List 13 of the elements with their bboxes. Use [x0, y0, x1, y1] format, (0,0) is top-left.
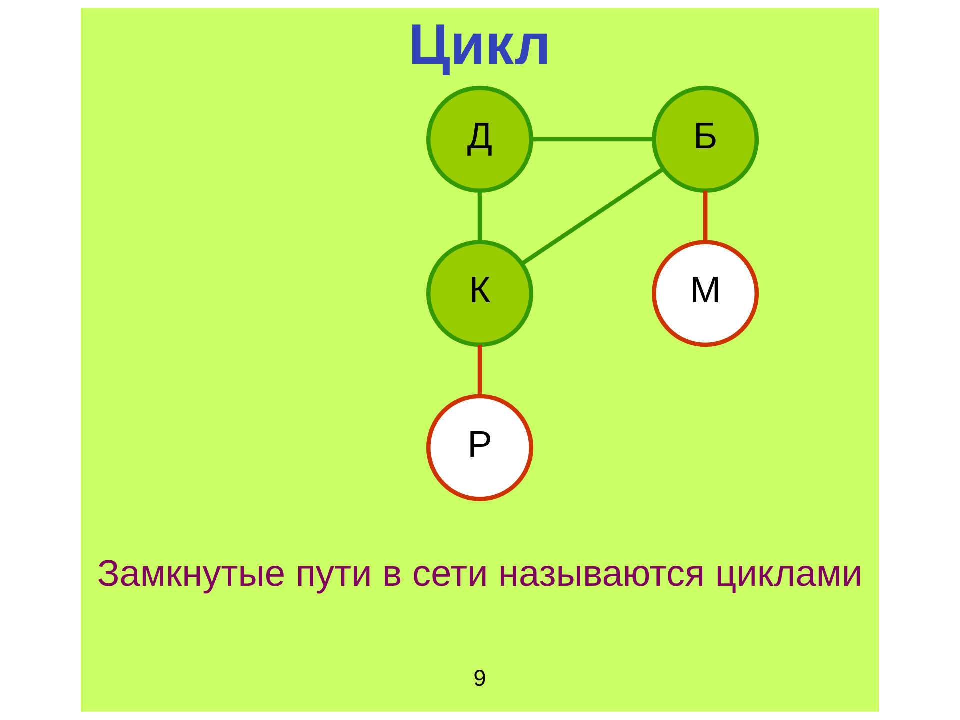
- node-circle: Р: [426, 394, 534, 502]
- connector: [478, 345, 482, 396]
- connector: [478, 190, 482, 242]
- node-circle: Б: [652, 86, 760, 193]
- connector: [703, 190, 708, 242]
- connector: [532, 137, 654, 142]
- diagram-title: Цикл: [408, 12, 551, 77]
- caption: Замкнутые пути в сети называются циклами: [97, 552, 863, 594]
- connector: [521, 168, 664, 266]
- node-circle: Д: [426, 86, 534, 193]
- node-circle: К: [426, 240, 534, 348]
- node-circle: М: [652, 240, 760, 348]
- label: 9: [474, 664, 486, 691]
